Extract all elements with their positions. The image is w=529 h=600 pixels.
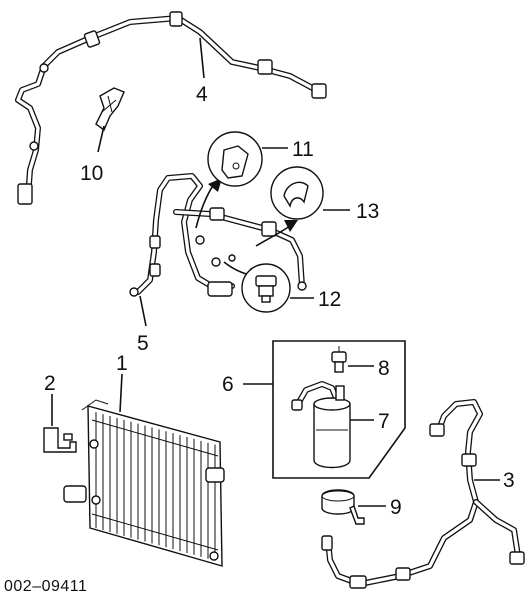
callout-6: 6: [222, 373, 234, 396]
detail-circle-13: [270, 166, 324, 220]
callout-4: 4: [196, 83, 208, 106]
callout-7: 7: [378, 410, 390, 433]
mounting-strap-9: [321, 489, 365, 525]
leader-1: [119, 373, 123, 413]
bracket-10: [95, 87, 125, 132]
leader-5: [139, 295, 147, 327]
callout-3: 3: [503, 469, 515, 492]
callout-13: 13: [356, 200, 379, 223]
callout-2: 2: [44, 372, 56, 395]
callout-11: 11: [292, 138, 314, 161]
condenser-1: [63, 399, 225, 567]
callout-1: 1: [116, 352, 128, 375]
leader-4: [199, 37, 205, 79]
document-number: 002–09411: [4, 578, 87, 595]
detail-circle-12: [241, 263, 291, 313]
bracket-2: [43, 427, 77, 453]
callout-8: 8: [378, 357, 390, 380]
leader-10: [97, 125, 105, 153]
pressure-switch-8: [331, 346, 347, 373]
hose-assembly-4: [15, 11, 327, 205]
callout-10: 10: [80, 162, 103, 185]
hose-assembly-center: [129, 173, 307, 297]
condenser-fins: [95, 412, 216, 561]
callout-9: 9: [390, 496, 402, 519]
receiver-drier-box-6: [272, 340, 406, 479]
callout-5: 5: [137, 332, 149, 355]
callout-12: 12: [318, 288, 341, 311]
receiver-drier-7: [291, 381, 351, 469]
hose-assembly-3: [321, 399, 525, 589]
detail-circle-11: [207, 131, 263, 187]
